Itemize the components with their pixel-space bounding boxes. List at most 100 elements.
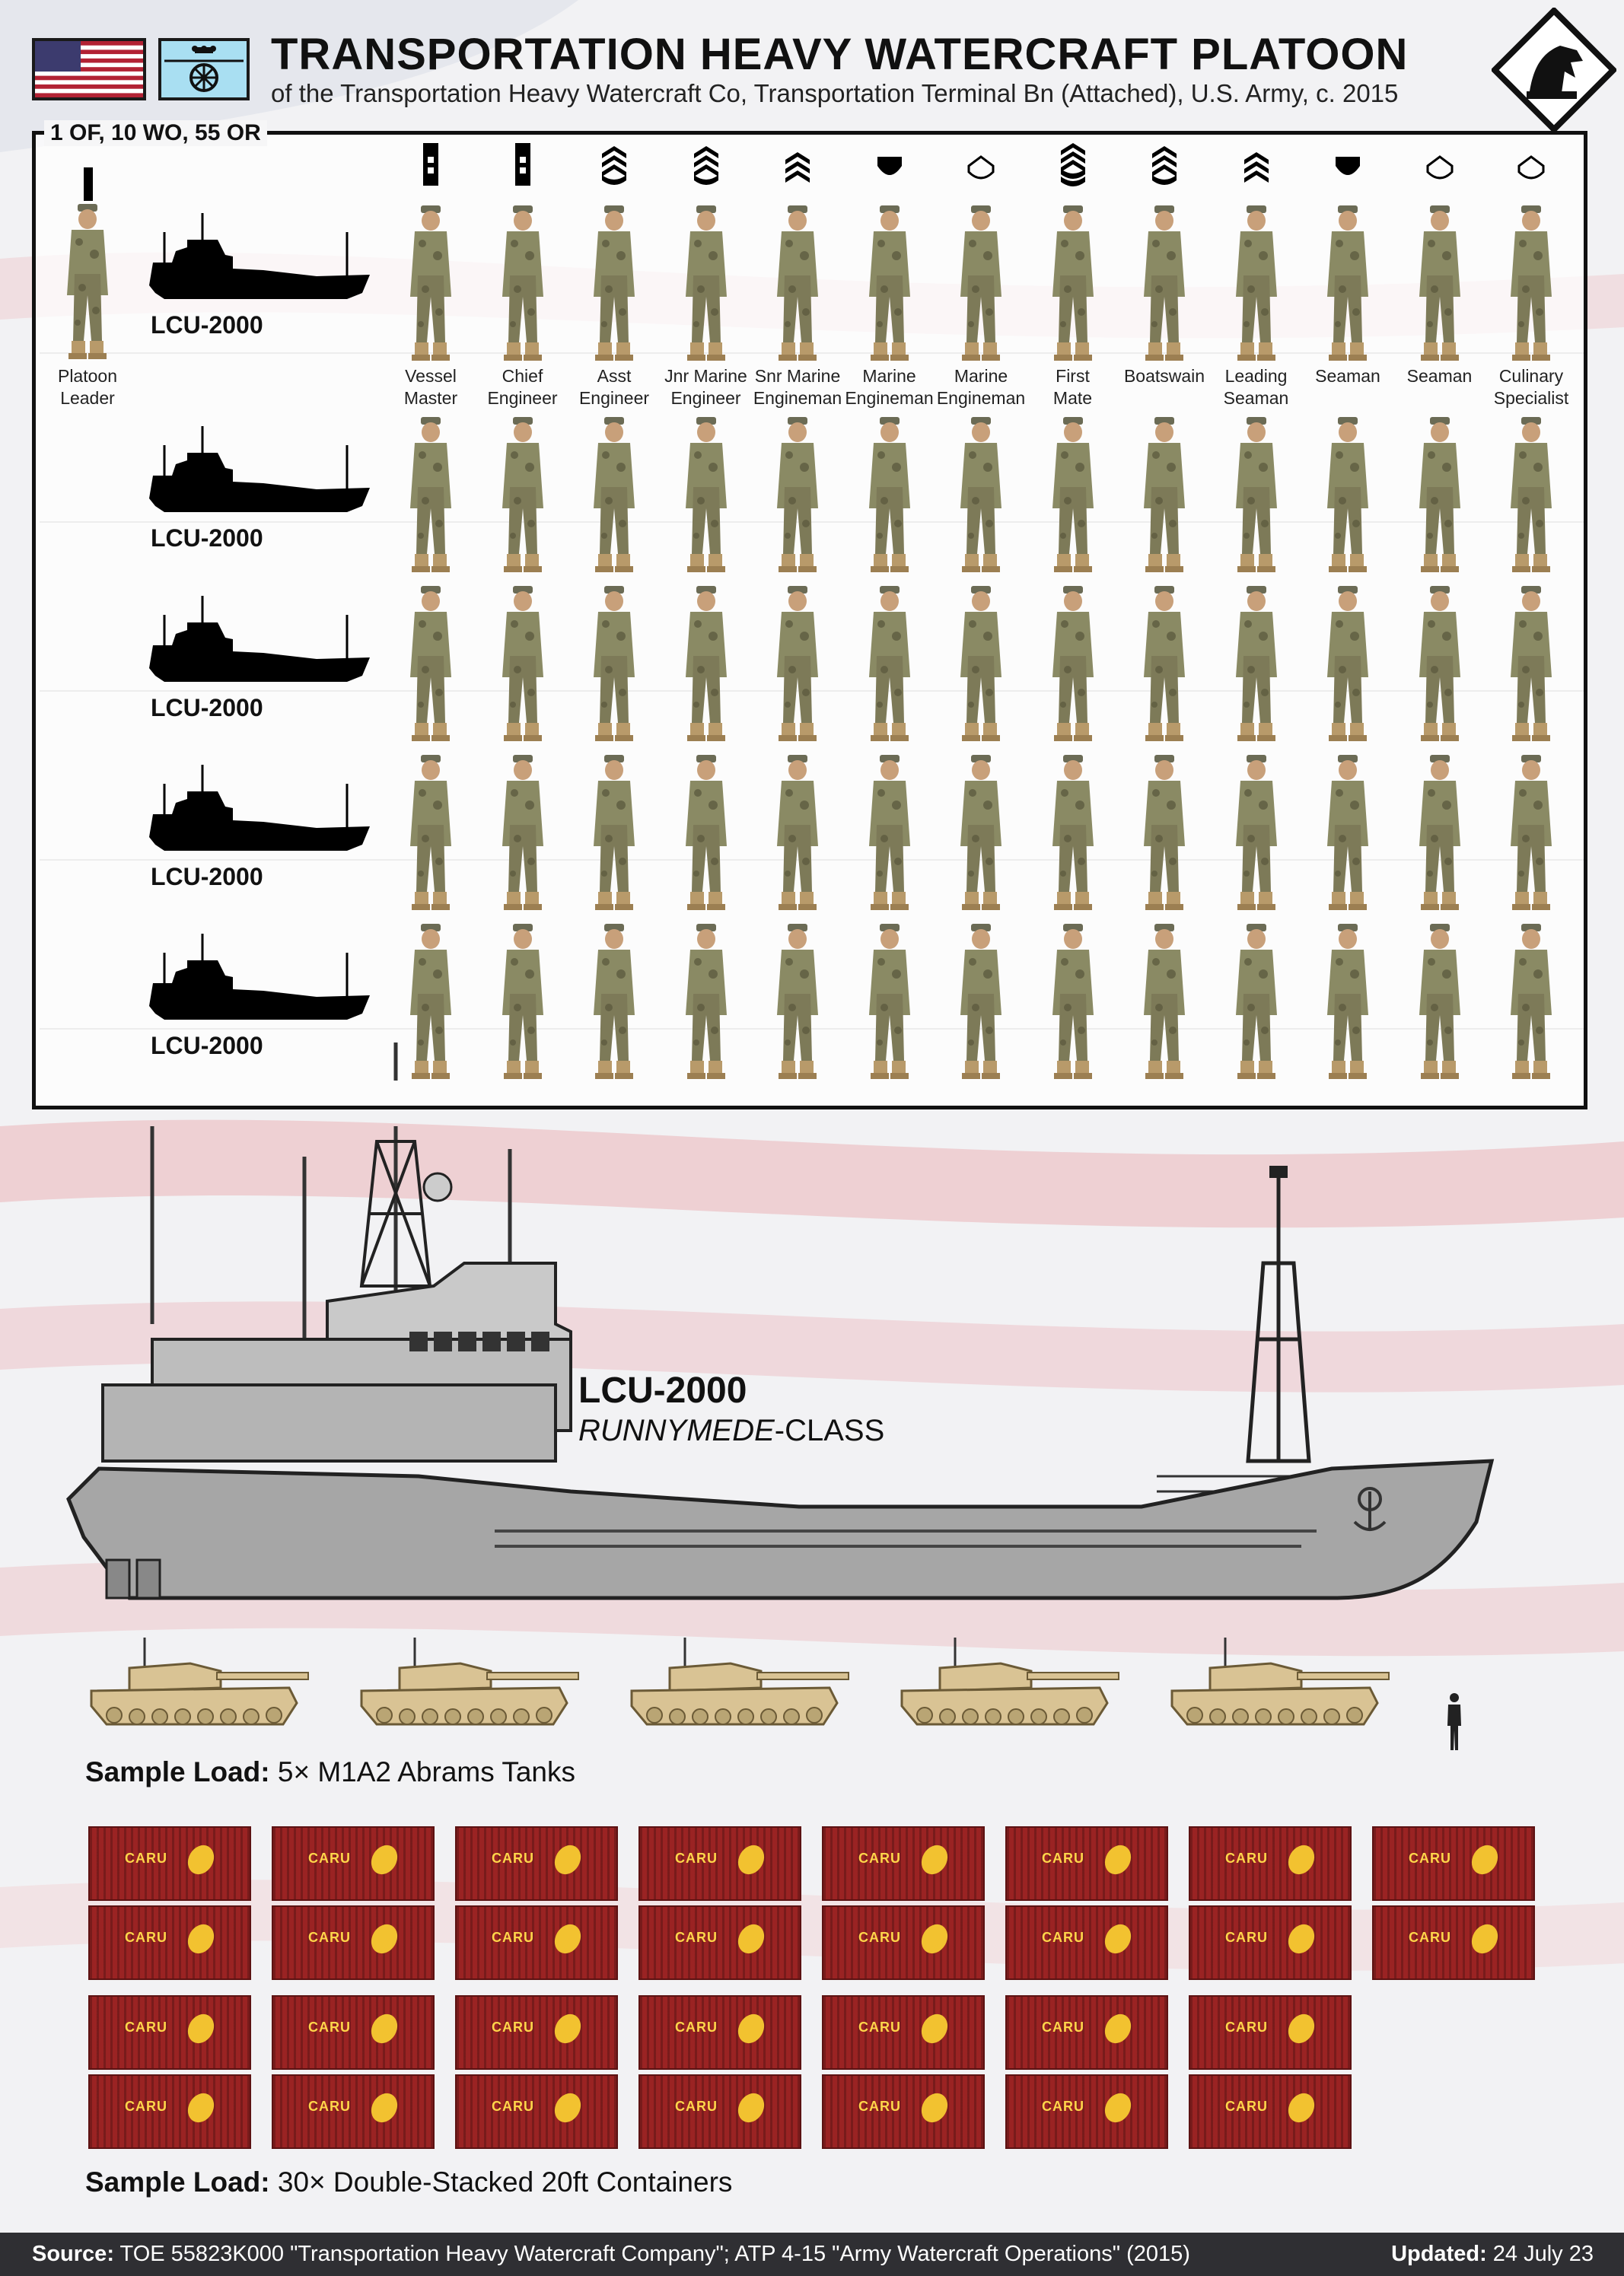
role-label-line: First — [1056, 366, 1090, 386]
vessel-label: LCU-2000 — [151, 863, 263, 890]
role-label-11: Seaman — [1390, 365, 1489, 387]
shipping-container-icon: CARU — [455, 1905, 618, 1980]
footer-source: Source: TOE 55823K000 "Transportation He… — [32, 2242, 1190, 2267]
shipping-container-icon: CARU — [1005, 1826, 1168, 1901]
soldier-figure — [496, 924, 549, 1080]
container-brand-logo-icon — [916, 1840, 953, 1880]
soldier-figure — [954, 417, 1008, 573]
shipping-container-icon: CARU — [638, 1995, 801, 2070]
shipping-container-icon: CARU — [272, 1905, 435, 1980]
container-brand: CARU — [492, 2020, 534, 2035]
role-label-line: Seaman — [1406, 366, 1473, 386]
role-label-8: Boatswain — [1115, 365, 1214, 387]
shipping-container-icon: CARU — [88, 1826, 251, 1901]
shipping-container-icon: CARU — [1189, 1995, 1352, 2070]
soldier-figure — [771, 924, 824, 1080]
soldier-figure — [1230, 924, 1283, 1080]
page-title: TRANSPORTATION HEAVY WATERCRAFT PLATOON — [271, 30, 1409, 79]
footer-source-text: TOE 55823K000 "Transportation Heavy Wate… — [119, 2242, 1190, 2266]
soldier-figure — [404, 417, 457, 573]
container-brand-logo-icon — [549, 2088, 586, 2128]
rank-insignia-icon — [1516, 142, 1546, 191]
rank-insignia-icon — [874, 142, 905, 191]
container-brand-logo-icon — [549, 1919, 586, 1959]
person-scale-icon — [1447, 1693, 1461, 1750]
role-label-line: Specialist — [1493, 388, 1569, 408]
container-brand-logo-icon — [1100, 2088, 1136, 2128]
soldier-figure — [954, 924, 1008, 1080]
vessel-class-name: RUNNYMEDE — [578, 1414, 775, 1447]
container-brand: CARU — [858, 1851, 901, 1866]
rank-insignia-icon — [508, 142, 538, 191]
footer-updated-text: 24 July 23 — [1492, 2242, 1594, 2266]
container-brand-logo-icon — [183, 2009, 219, 2048]
shipping-container-icon: CARU — [1189, 1905, 1352, 1980]
role-label-line: Marine — [954, 366, 1008, 386]
soldier-figure — [588, 205, 641, 361]
soldier-figure — [1046, 417, 1100, 573]
shipping-container-icon: CARU — [272, 1826, 435, 1901]
shipping-container-icon: CARU — [455, 2074, 618, 2149]
container-load-label-text: 30× Double-Stacked 20ft Containers — [277, 2166, 733, 2198]
soldier-figure — [771, 755, 824, 911]
shipping-container-icon: CARU — [638, 1905, 801, 1980]
soldier-figure — [1413, 755, 1466, 911]
m1a2-abrams-tank-icon — [1164, 1630, 1393, 1736]
role-label-line: Engineman — [845, 388, 934, 408]
role-label-line: Engineer — [670, 388, 741, 408]
role-label-line: Engineer — [487, 388, 558, 408]
soldier-figure — [496, 586, 549, 742]
container-brand: CARU — [308, 2099, 351, 2114]
lcu-ship-silhouette-icon — [142, 422, 385, 521]
soldier-figure — [954, 755, 1008, 911]
container-brand-logo-icon — [1466, 1919, 1503, 1959]
lcu-ship-silhouette-icon — [142, 209, 385, 308]
container-load-label-bold: Sample Load: — [85, 2166, 270, 2198]
container-brand-logo-icon — [366, 2009, 403, 2048]
container-brand: CARU — [1225, 1930, 1268, 1945]
container-brand: CARU — [125, 2099, 167, 2114]
soldier-figure — [496, 205, 549, 361]
role-label-line: Snr Marine — [754, 366, 841, 386]
role-label-line: Seaman — [1315, 366, 1380, 386]
shipping-container-icon: CARU — [455, 1826, 618, 1901]
knight-chess-logo-icon — [1492, 8, 1616, 132]
container-brand: CARU — [1042, 1930, 1084, 1945]
footer-updated-label: Updated: — [1391, 2242, 1487, 2266]
soldier-figure — [680, 417, 733, 573]
container-brand-logo-icon — [1100, 1840, 1136, 1880]
role-label-line: Vessel — [405, 366, 457, 386]
rank-insignia-icon — [416, 142, 446, 191]
soldier-figure — [1413, 924, 1466, 1080]
rank-insignia-icon — [1058, 142, 1088, 191]
role-label-line: Mate — [1052, 388, 1093, 408]
container-brand: CARU — [675, 1930, 718, 1945]
container-brand-logo-icon — [916, 2009, 953, 2048]
tank-load-label: Sample Load: 5× M1A2 Abrams Tanks — [85, 1756, 575, 1788]
soldier-figure — [1321, 205, 1374, 361]
role-label-line: Engineer — [578, 388, 650, 408]
shipping-container-icon: CARU — [272, 2074, 435, 2149]
lcu-2000-ship-illustration — [66, 1043, 1495, 1600]
container-brand-logo-icon — [1466, 1840, 1503, 1880]
container-brand-logo-icon — [1100, 1919, 1136, 1959]
role-label-line: Leading — [1224, 366, 1288, 386]
container-brand: CARU — [1225, 2099, 1268, 2114]
soldier-figure — [588, 755, 641, 911]
role-label-line: Engineman — [753, 388, 842, 408]
container-brand-logo-icon — [549, 1840, 586, 1880]
soldier-figure — [1505, 205, 1558, 361]
rank-insignia-icon — [73, 161, 103, 211]
container-brand-logo-icon — [183, 1840, 219, 1880]
rank-insignia-icon — [966, 142, 996, 191]
shipping-container-icon: CARU — [1189, 1826, 1352, 1901]
soldier-figure — [1138, 755, 1191, 911]
container-brand-logo-icon — [733, 2088, 769, 2128]
role-label-line: Master — [403, 388, 458, 408]
